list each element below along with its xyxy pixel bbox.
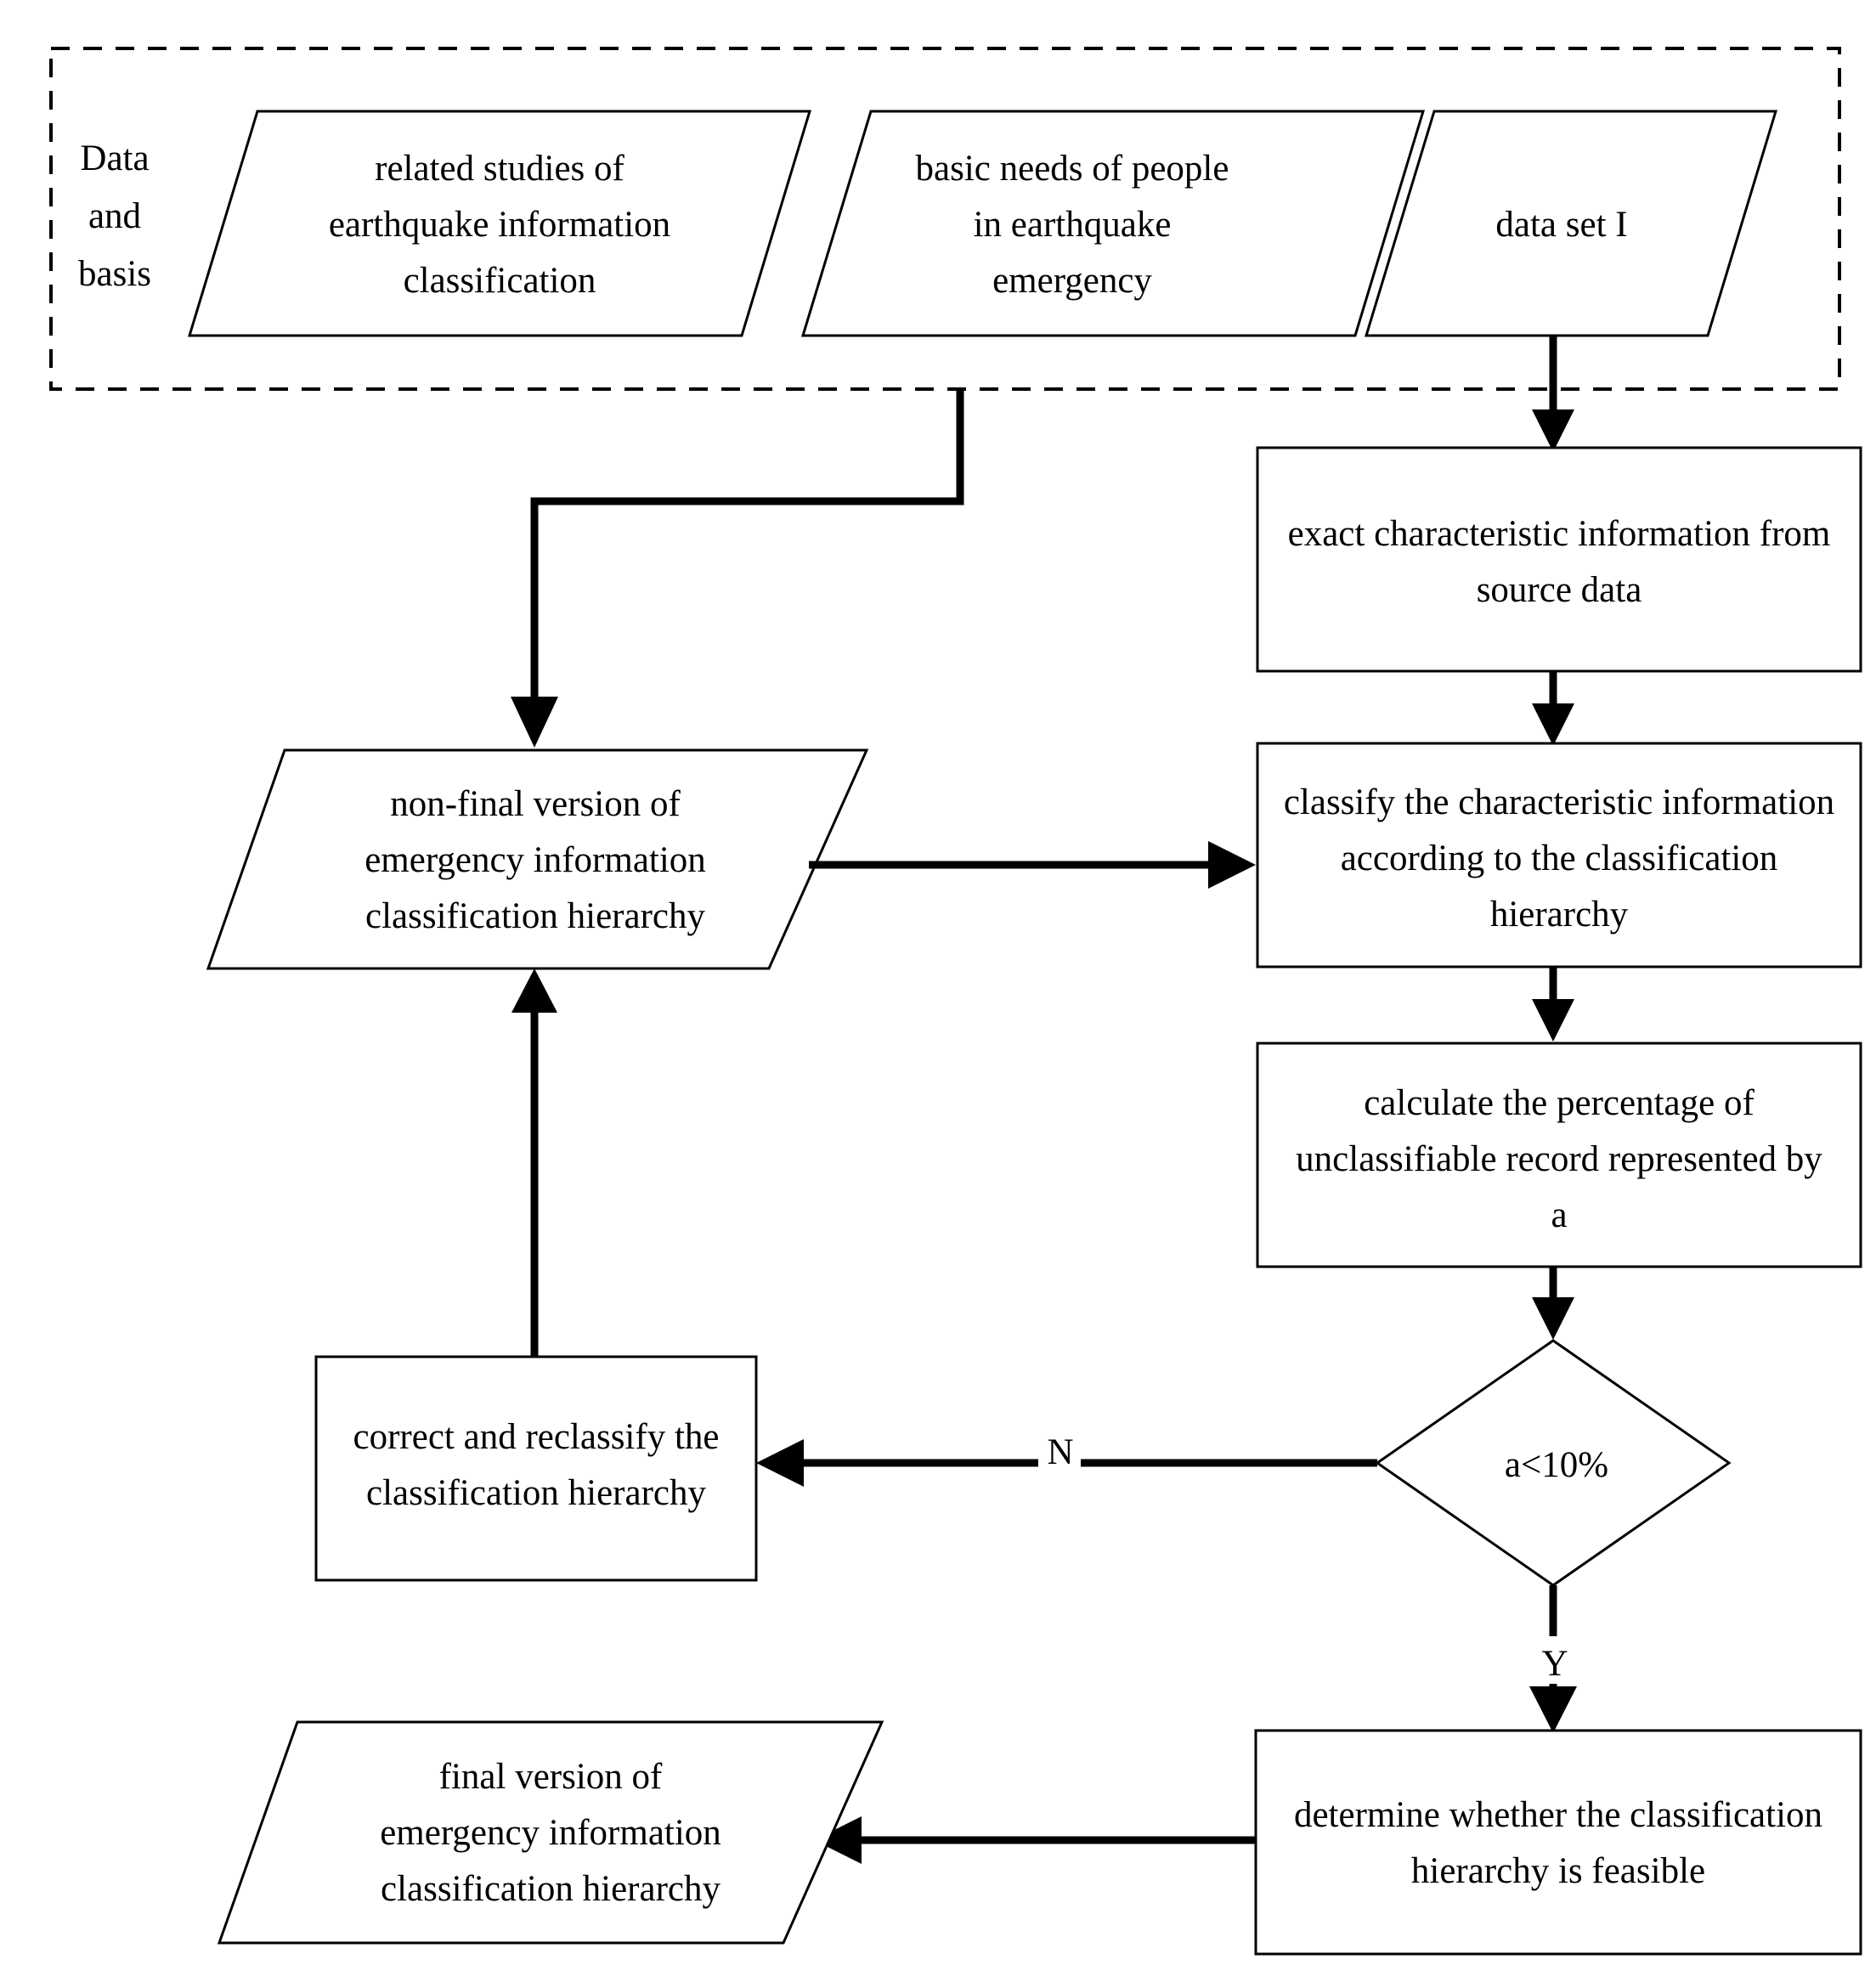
- edge-label-yes: Y: [1541, 1644, 1568, 1684]
- arrow-head-left-correct: [756, 1439, 804, 1487]
- node-related-studies-line-1: related studies of: [375, 149, 624, 189]
- node-exact-characteristic-line-2: source data: [1477, 570, 1642, 610]
- arrow-head-down-exact: [1532, 409, 1574, 452]
- arrow-head-down-determine: [1529, 1686, 1577, 1733]
- arrow-head-down-decision: [1532, 1297, 1574, 1340]
- node-exact-characteristic[interactable]: exact characteristic information from so…: [1256, 446, 1862, 673]
- node-related-studies-line-2: earthquake information: [329, 205, 670, 245]
- arrow-head-up-nonfinal: [511, 968, 557, 1013]
- node-decision-a[interactable]: a<10%: [1375, 1339, 1732, 1587]
- node-calculate-percentage-shape: [1256, 1042, 1862, 1268]
- connector-correct-to-nonfinal: [511, 968, 557, 1357]
- node-related-studies-line-3: classification: [404, 261, 596, 301]
- node-determine-feasible-shape: [1254, 1729, 1862, 1956]
- node-basic-needs-line-2: in earthquake: [974, 205, 1172, 245]
- node-related-studies-shape: [187, 110, 812, 337]
- node-final-version-line-2: emergency information: [380, 1813, 721, 1853]
- group-label-line-3: basis: [78, 254, 151, 294]
- connector-dataset-to-exact: [1532, 336, 1574, 452]
- node-correct-reclassify-shape: [314, 1355, 758, 1582]
- node-basic-needs-line-3: emergency: [992, 261, 1152, 301]
- node-related-studies[interactable]: related studies of earthquake informatio…: [187, 110, 812, 337]
- node-data-set-i-shape: [1364, 110, 1778, 337]
- arrow-head-right-classify: [1208, 841, 1256, 889]
- node-final-version-shape: [217, 1720, 884, 1945]
- node-non-final-version-line-1: non-final version of: [390, 784, 681, 824]
- connector-group-to-nonfinal: [511, 389, 964, 748]
- connector-determine-to-final: [814, 1816, 1256, 1864]
- node-basic-needs-shape: [800, 110, 1426, 337]
- edge-label-yes-backing: [1533, 1640, 1577, 1684]
- node-exact-characteristic-line-1: exact characteristic information from: [1288, 514, 1831, 554]
- arrow-head-down-calculate: [1532, 999, 1574, 1042]
- node-calculate-percentage-line-1: calculate the percentage of: [1364, 1083, 1755, 1123]
- connector-decision-yes: Y: [1529, 1585, 1577, 1733]
- node-final-version[interactable]: final version of emergency information c…: [217, 1720, 884, 1945]
- node-calculate-percentage[interactable]: calculate the percentage of unclassifiab…: [1256, 1042, 1862, 1268]
- node-non-final-version-shape: [206, 748, 869, 970]
- node-basic-needs[interactable]: basic needs of people in earthquake emer…: [800, 110, 1426, 337]
- group-label-line-1: Data: [80, 138, 149, 178]
- connector-nonfinal-to-classify: [809, 841, 1256, 889]
- node-non-final-version-line-3: classification hierarchy: [365, 896, 705, 936]
- node-correct-reclassify-line-2: classification hierarchy: [366, 1473, 706, 1513]
- node-classify-characteristic-shape: [1256, 742, 1862, 968]
- node-final-version-line-3: classification hierarchy: [381, 1869, 720, 1909]
- node-calculate-percentage-line-3: a: [1551, 1195, 1567, 1235]
- arrow-head-down-classify: [1532, 703, 1574, 746]
- edge-label-no-backing: [1038, 1432, 1081, 1475]
- node-correct-reclassify-line-1: correct and reclassify the: [353, 1417, 720, 1457]
- node-data-set-i-line-1: data set I: [1495, 205, 1627, 245]
- node-determine-feasible[interactable]: determine whether the classification hie…: [1254, 1729, 1862, 1956]
- node-calculate-percentage-line-2: unclassifiable record represented by: [1296, 1139, 1822, 1179]
- node-exact-characteristic-shape: [1256, 446, 1862, 673]
- node-determine-feasible-line-1: determine whether the classification: [1294, 1795, 1822, 1835]
- node-classify-characteristic[interactable]: classify the characteristic information …: [1256, 742, 1862, 968]
- node-classify-characteristic-line-3: hierarchy: [1490, 895, 1629, 935]
- connector-decision-no: N: [756, 1432, 1377, 1487]
- node-decision-a-label: a<10%: [1505, 1445, 1608, 1485]
- node-final-version-line-1: final version of: [439, 1757, 663, 1797]
- node-classify-characteristic-line-2: according to the classification: [1341, 839, 1778, 878]
- node-determine-feasible-line-2: hierarchy is feasible: [1411, 1851, 1705, 1891]
- arrow-head-down-nonfinal: [511, 697, 558, 748]
- node-data-set-i[interactable]: data set I: [1364, 110, 1778, 337]
- connector-calculate-to-decision: [1532, 1267, 1574, 1340]
- node-basic-needs-line-1: basic needs of people: [916, 149, 1229, 189]
- connector-classify-to-calculate: [1532, 967, 1574, 1042]
- node-classify-characteristic-line-1: classify the characteristic information: [1284, 782, 1834, 822]
- edge-label-no: N: [1047, 1432, 1073, 1472]
- node-correct-reclassify[interactable]: correct and reclassify the classificatio…: [314, 1355, 758, 1582]
- connector-exact-to-classify: [1532, 671, 1574, 746]
- arrow-head-left-final: [814, 1816, 862, 1864]
- node-non-final-version-line-2: emergency information: [364, 840, 706, 880]
- data-and-basis-label: Data and basis: [78, 138, 151, 294]
- node-non-final-version[interactable]: non-final version of emergency informati…: [206, 748, 869, 970]
- group-label-line-2: and: [88, 196, 141, 236]
